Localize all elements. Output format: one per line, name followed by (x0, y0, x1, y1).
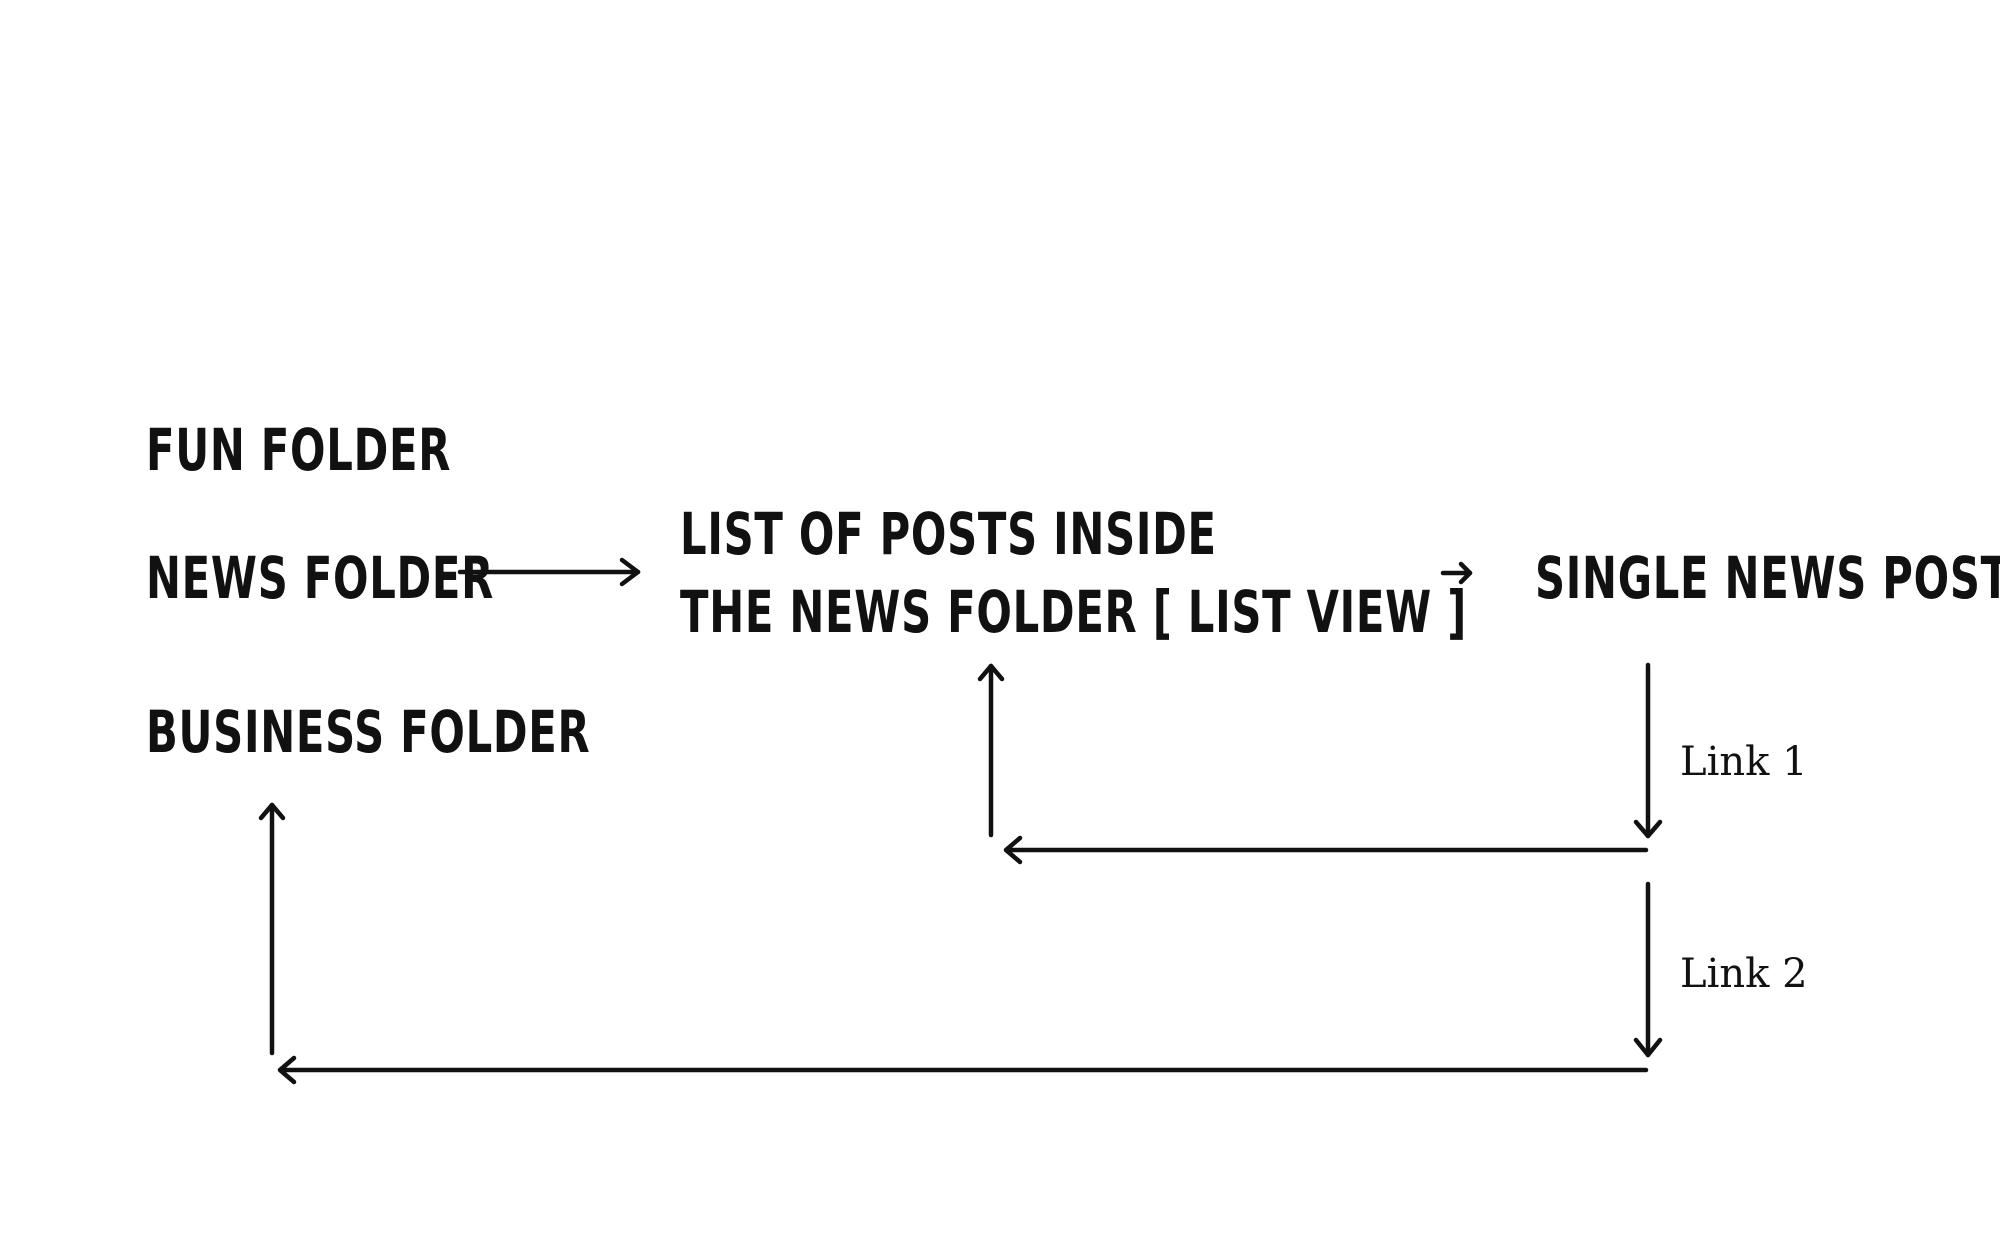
node-list-of-posts-line2: THE NEWS FOLDER [ LIST VIEW ] (680, 578, 1468, 646)
edge-label-link1: Link 1 (1680, 739, 1808, 785)
node-single-news-post: SINGLE NEWS POST (1535, 544, 2000, 612)
arrow-link1-path (977, 662, 1663, 865)
node-fun-folder: FUN FOLDER (146, 416, 452, 484)
node-business-folder: BUSINESS FOLDER (146, 698, 591, 766)
arrow-news-to-list (457, 557, 641, 587)
arrow-link2-path (258, 802, 1663, 1085)
node-list-of-posts-line1: LIST OF POSTS INSIDE (680, 500, 1217, 568)
edge-label-link2: Link 2 (1680, 951, 1808, 997)
arrow-list-to-single (1440, 561, 1473, 585)
node-news-folder: NEWS FOLDER (146, 544, 495, 612)
